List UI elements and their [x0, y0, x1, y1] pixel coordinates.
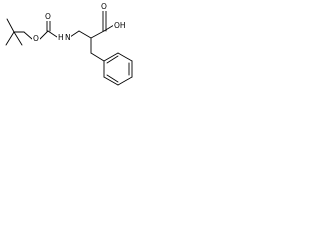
bond-tbu-ester-o [23, 31, 33, 40]
ring-bond-4 [117, 76, 133, 86]
ring-bond-2 [117, 52, 133, 62]
nitrogen-label: N [65, 33, 71, 42]
ring-double-1 [106, 55, 119, 64]
nitrogen-hydrogen-label: H [58, 33, 64, 42]
carbonyl-o1-mask [44, 13, 52, 21]
bond-n-ch2 [69, 30, 80, 38]
ring-double-3 [106, 74, 119, 83]
nh-mask [57, 33, 71, 42]
bond-tbu-2 [5, 31, 15, 46]
bond-ester-o-carbamate-c [39, 30, 49, 40]
bond-ch-cooh [90, 30, 105, 39]
bond-ch2-ch [78, 30, 92, 39]
oh-mask [113, 21, 128, 31]
ring-bond-1 [103, 52, 119, 62]
bond-tbu-3 [13, 31, 23, 46]
acid-carbonyl-oxygen-label: O [101, 2, 107, 11]
bond-benzyl-ch2-ring [90, 52, 105, 62]
ester-o-mask [32, 34, 40, 44]
hydroxyl-label: OH [114, 21, 126, 30]
bond-acid-c-oh [103, 24, 115, 32]
bond-tbu-1 [6, 18, 15, 33]
carbonyl-oxygen-label: O [45, 12, 51, 21]
ester-oxygen-label: O [33, 34, 39, 43]
ring-bond-5 [103, 76, 119, 86]
bond-carbamate-c-n [47, 30, 58, 38]
acid-o-mask [100, 2, 108, 11]
chemical-structure: O O N H O OH [5, 2, 133, 86]
